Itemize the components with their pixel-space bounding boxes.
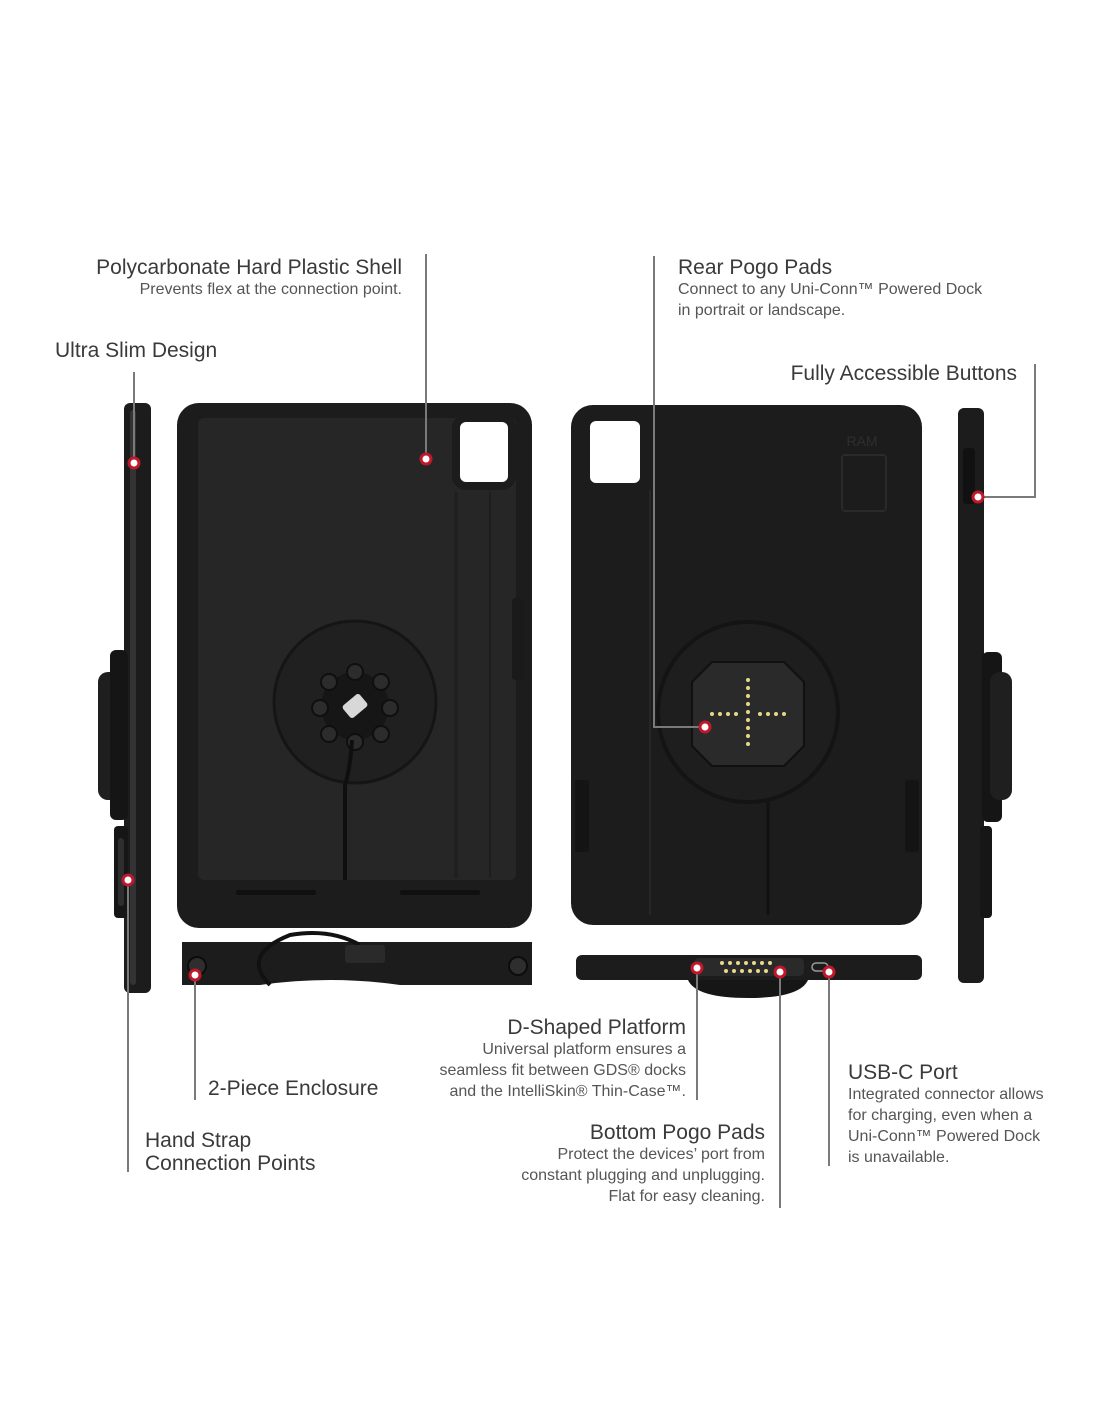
marker-icons	[121, 452, 985, 982]
leader-lines	[127, 254, 1036, 1208]
marker-buttons-icon	[971, 490, 985, 504]
callout-desc-line: Integrated connector allows	[848, 1086, 1044, 1103]
callout-desc-line: in portrait or landscape.	[678, 302, 846, 319]
marker-d-shaped-icon	[690, 961, 704, 975]
callout-title: D-Shaped Platform	[507, 1016, 686, 1039]
callout-title-line: Hand Strap	[145, 1129, 252, 1152]
callout-desc-line: Flat for easy cleaning.	[608, 1188, 765, 1205]
callout-desc-line: Connect to any Uni-Conn™ Powered Dock	[678, 281, 983, 298]
case-front-inside	[177, 403, 532, 928]
callout-title: Rear Pogo Pads	[678, 256, 833, 279]
marker-slim-icon	[127, 456, 141, 470]
callout-desc-line: for charging, even when a	[848, 1107, 1033, 1124]
callout-usbc: USB-C Port Integrated connector allows f…	[848, 1061, 1088, 1168]
marker-hand-strap-icon	[121, 873, 135, 887]
callout-shell: Polycarbonate Hard Plastic Shell Prevent…	[40, 256, 402, 300]
callout-slim: Ultra Slim Design	[55, 339, 355, 362]
right-side-profile	[958, 408, 1012, 983]
callout-bottom-pogo: Bottom Pogo Pads Protect the devices’ po…	[470, 1121, 765, 1207]
callout-desc: Prevents flex at the connection point.	[139, 281, 402, 298]
callout-title: USB-C Port	[848, 1061, 958, 1084]
back-logo-text: RAM	[846, 433, 877, 449]
case-bottom-edge	[576, 955, 922, 998]
callout-buttons: Fully Accessible Buttons	[720, 362, 1017, 385]
left-side-profile	[98, 403, 151, 993]
marker-enclosure-icon	[188, 968, 202, 982]
callout-title: 2-Piece Enclosure	[208, 1077, 379, 1100]
case-back: RAM	[571, 405, 922, 925]
callout-desc-line: is unavailable.	[848, 1149, 950, 1166]
callout-title-line: Connection Points	[145, 1152, 316, 1175]
callout-title: Bottom Pogo Pads	[589, 1121, 765, 1144]
callout-desc-line: constant plugging and unplugging.	[521, 1167, 765, 1184]
callout-desc-line: and the IntelliSkin® Thin-Case™.	[449, 1083, 687, 1100]
marker-shell-icon	[419, 452, 433, 466]
marker-usbc-icon	[822, 965, 836, 979]
callout-title: Fully Accessible Buttons	[790, 362, 1017, 385]
callout-desc-line: Protect the devices’ port from	[557, 1146, 766, 1163]
callout-rear-pogo: Rear Pogo Pads Connect to any Uni-Conn™ …	[678, 256, 1058, 321]
callout-desc-line: Universal platform ensures a	[482, 1041, 686, 1058]
callout-desc-line: seamless fit between GDS® docks	[439, 1062, 686, 1079]
callout-hand-strap: Hand Strap Connection Points	[145, 1129, 405, 1175]
callout-title: Ultra Slim Design	[55, 339, 218, 362]
callout-d-shaped: D-Shaped Platform Universal platform ens…	[400, 1016, 686, 1102]
callout-desc-line: Uni-Conn™ Powered Dock	[848, 1128, 1041, 1145]
callout-title: Polycarbonate Hard Plastic Shell	[96, 256, 402, 279]
callout-enclosure: 2-Piece Enclosure	[208, 1077, 428, 1100]
case-bottom-piece	[182, 931, 532, 987]
marker-bottom-pogo-icon	[773, 965, 787, 979]
marker-rear-pogo-icon	[698, 720, 712, 734]
